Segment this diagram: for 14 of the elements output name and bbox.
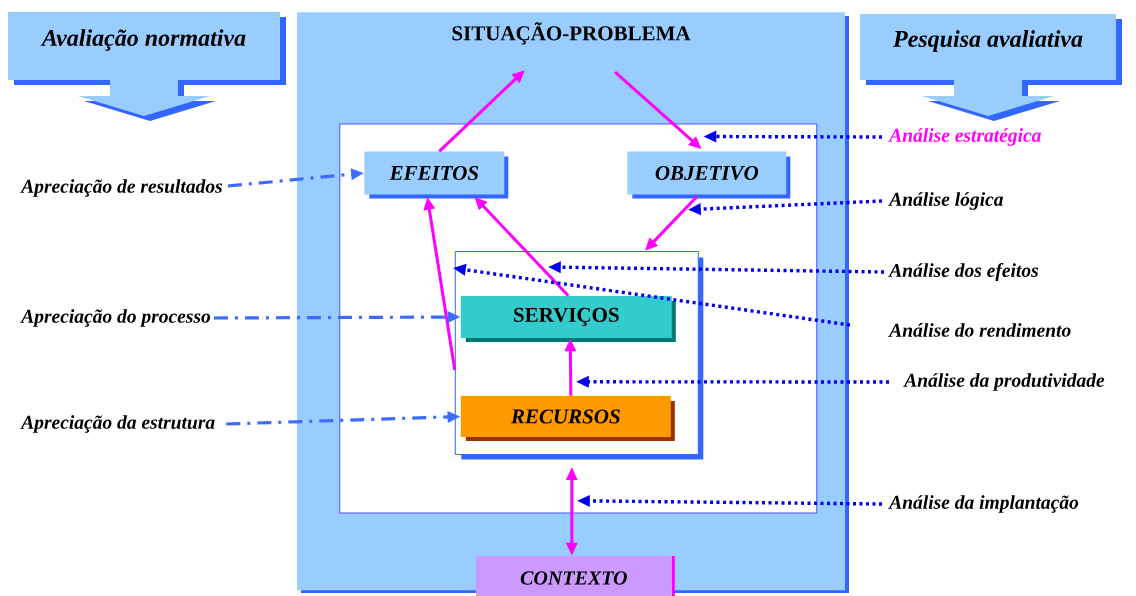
annotation-label: Análise do rendimento <box>888 323 1071 337</box>
annotation-label: Apreciação da estrutura <box>20 415 215 433</box>
process-box: OBJETIVO <box>627 151 791 199</box>
annotation-label: Apreciação do processo <box>20 309 211 327</box>
annotation-label: Análise estratégica <box>888 128 1041 146</box>
annotation-label: Apreciação de resultados <box>20 179 223 197</box>
annotation-label: Análise da produtividade <box>903 373 1105 391</box>
process-box: RECURSOS <box>460 396 675 441</box>
annotation-label: Análise lógica <box>888 192 1004 210</box>
annotation-label: Análise da implantação <box>888 495 1079 513</box>
annotation-label: Análise dos efeitos <box>888 263 1039 281</box>
context-box: CONTEXTO <box>475 556 675 596</box>
process-box: SERVIÇOS <box>460 296 676 342</box>
process-box: EFEITOS <box>364 151 509 199</box>
